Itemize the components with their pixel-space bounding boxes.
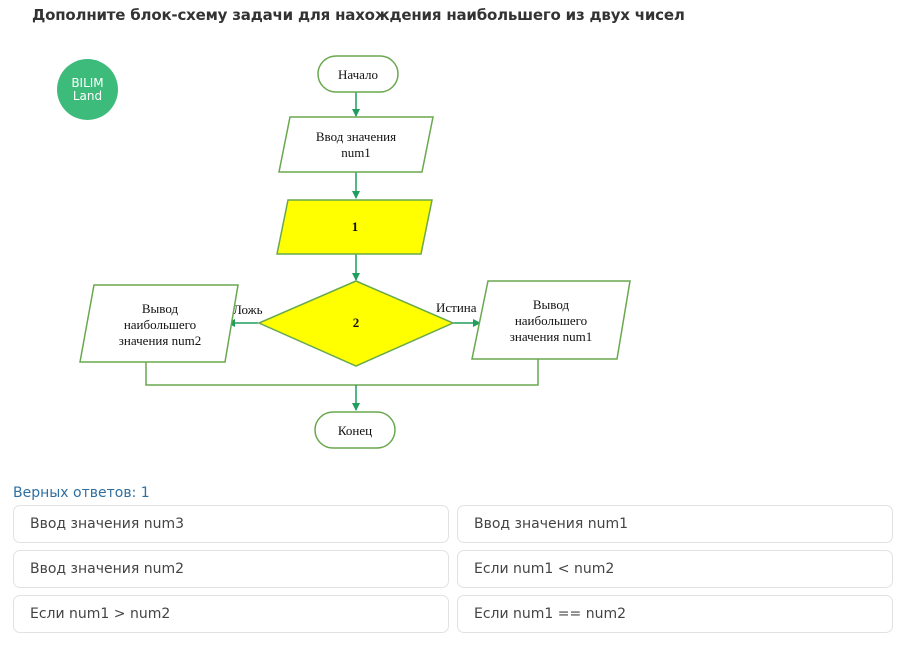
output-block-num2: Вывод наибольшего значения num2 [79, 284, 239, 363]
blank-block-1[interactable]: 1 [276, 199, 433, 255]
bilimland-logo: BILIM Land [57, 59, 118, 120]
logo-line2: Land [72, 88, 103, 103]
merge-line-left [145, 362, 356, 386]
output-left-line2: наибольшего [124, 317, 196, 332]
answer-option[interactable]: Если num1 > num2 [13, 595, 449, 633]
false-label: Ложь [233, 302, 263, 317]
connectors [145, 92, 539, 411]
start-terminal: Начало [317, 55, 399, 93]
output-right-line1: Вывод [533, 297, 570, 312]
flowchart: Начало Ввод значения num1 1 2 Ложь Истин… [79, 55, 631, 449]
input-label-line2: num1 [341, 145, 371, 160]
end-terminal: Конец [314, 411, 396, 449]
input-block: Ввод значения num1 [278, 116, 434, 173]
output-left-line1: Вывод [142, 301, 179, 316]
start-label: Начало [338, 67, 378, 82]
answer-option[interactable]: Ввод значения num1 [457, 505, 893, 543]
logo-line1: BILIM [71, 75, 104, 90]
true-label: Истина [436, 300, 477, 315]
input-label-line1: Ввод значения [316, 129, 396, 144]
output-right-line3: значения num1 [510, 329, 592, 344]
answer-option[interactable]: Ввод значения num3 [13, 505, 449, 543]
page-title: Дополните блок-схему задачи для нахожден… [32, 6, 685, 24]
output-left-line3: значения num2 [119, 333, 201, 348]
answer-option[interactable]: Если num1 == num2 [457, 595, 893, 633]
correct-answers-count: Верных ответов: 1 [13, 485, 150, 501]
decision-block-2[interactable]: 2 [257, 280, 455, 367]
end-label: Конец [338, 423, 372, 438]
blank-2-number: 2 [353, 315, 360, 330]
output-right-line2: наибольшего [515, 313, 587, 328]
merge-line-right [356, 359, 539, 386]
blank-1-number: 1 [352, 219, 359, 234]
answer-option[interactable]: Если num1 < num2 [457, 550, 893, 588]
answer-options: Ввод значения num3 Ввод значения num1 Вв… [13, 505, 893, 633]
answer-option[interactable]: Ввод значения num2 [13, 550, 449, 588]
output-block-num1: Вывод наибольшего значения num1 [471, 280, 631, 360]
